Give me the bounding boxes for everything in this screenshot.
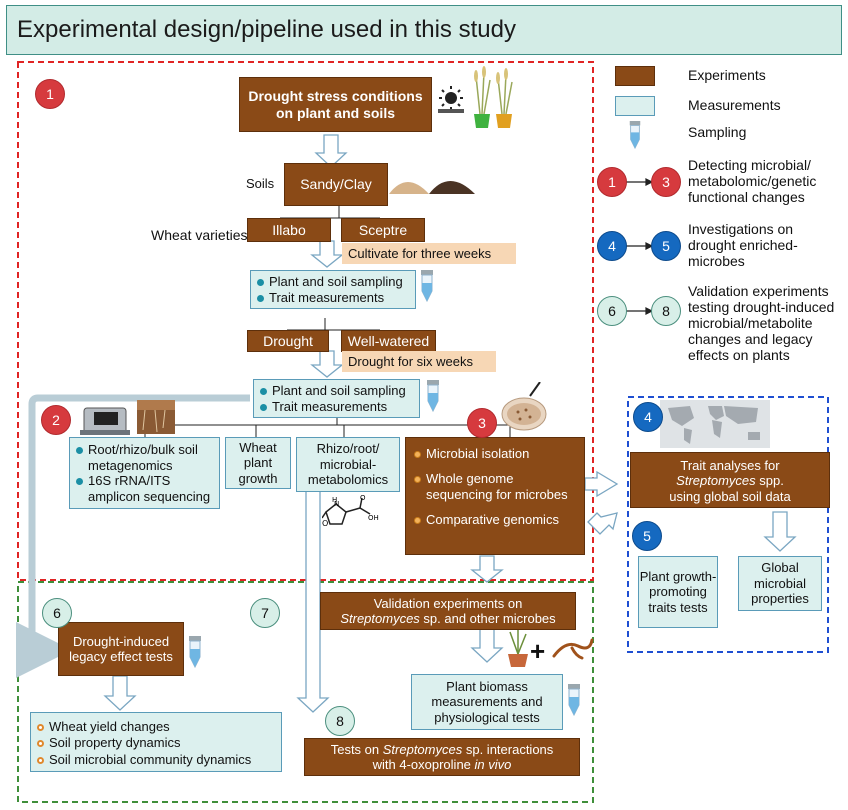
soil-core-icon [137, 400, 175, 434]
legend-sampling-label: Sampling [688, 124, 747, 140]
sampling-tube-icon [427, 380, 439, 412]
legend-badge-4: 4 [597, 231, 627, 261]
legend-experiment-swatch [615, 66, 655, 86]
sequencer-icon [80, 407, 130, 435]
petri-dish-icon [501, 382, 547, 431]
flow-arrows [103, 134, 797, 713]
legend-badge-8: 8 [651, 296, 681, 326]
legend-row2-text: Investigations on drought enriched- micr… [688, 221, 798, 270]
stage-4-badge: 4 [633, 402, 663, 432]
sampling-box-1: Plant and soil sampling Trait measuremen… [250, 270, 416, 309]
legend-arrows [626, 178, 654, 315]
bullet-icon [414, 516, 421, 524]
legend-badge-3: 3 [651, 167, 681, 197]
page-title: Experimental design/pipeline used in thi… [6, 5, 842, 55]
sampling-box-2: Plant and soil sampling Trait measuremen… [253, 379, 420, 418]
cultivate-note: Cultivate for three weeks [342, 243, 516, 264]
bullet-icon [260, 388, 267, 395]
legend-badge-1: 1 [597, 167, 627, 197]
legend-experiments-label: Experiments [688, 67, 766, 83]
sampling-tube-icon [568, 684, 580, 716]
metagenomics-box: Root/rhizo/bulk soil metagenomics 16S rR… [69, 437, 220, 509]
biomass-tests-box: Plant biomass measurements and physiolog… [411, 674, 563, 730]
stage-2-badge: 2 [41, 405, 71, 435]
metabolomics-box: Rhizo/root/ microbial- metabolomics [296, 437, 400, 492]
variety-sceptre-box: Sceptre [341, 218, 425, 242]
global-microbial-box: Global microbial properties [738, 556, 822, 611]
drought-box: Drought [247, 330, 329, 352]
drought-six-weeks-note: Drought for six weeks [342, 351, 496, 372]
legend-sampling-tube-icon [629, 121, 641, 150]
stage-3-badge: 3 [467, 408, 497, 438]
world-map-icon [660, 400, 770, 448]
well-watered-box: Well-watered [341, 330, 436, 352]
bullet-icon [76, 478, 83, 486]
legend-badge-5: 5 [651, 231, 681, 261]
oxoproline-tests-box: Tests on Streptomyces sp. interactions w… [304, 738, 580, 776]
svg-text:H: H [332, 496, 337, 504]
root-icon [552, 638, 594, 660]
wheat-plant-growth-box: Wheat plant growth [225, 437, 291, 489]
legend-row1-text: Detecting microbial/ metabolomic/genetic… [688, 157, 817, 206]
stage-8-badge: 8 [325, 706, 355, 736]
stage-5-badge: 5 [632, 521, 662, 551]
sampling-tube-icon [189, 636, 201, 668]
legacy-loop-arrow [16, 394, 250, 678]
soil-types-box: Sandy/Clay [284, 163, 388, 206]
validation-experiments-box: Validation experiments on Streptomyces s… [320, 592, 576, 630]
trait-analyses-box: Trait analyses for Streptomyces spp. usi… [630, 452, 830, 508]
svg-text:O: O [322, 519, 328, 528]
stage-1-badge: 1 [35, 79, 65, 109]
stage-7-badge: 7 [250, 598, 280, 628]
bullet-icon [37, 740, 44, 748]
bullet-icon [260, 403, 267, 411]
bullet-icon [37, 724, 44, 731]
soils-label: Soils [246, 176, 275, 191]
legend-measurements-label: Measurements [688, 97, 781, 113]
legend-badge-6: 6 [597, 296, 627, 326]
bullet-icon [257, 279, 264, 286]
sun-icon [438, 86, 464, 113]
bullet-icon [414, 451, 421, 458]
svg-text:O: O [360, 494, 366, 502]
plus-sign: + [530, 636, 546, 666]
potted-wheat-icon [474, 66, 513, 128]
plant-growth-promoting-box: Plant growth- promoting traits tests [638, 556, 718, 628]
svg-text:OH: OH [368, 514, 379, 522]
bullet-icon [76, 447, 83, 454]
group-4-5-outline [627, 396, 829, 653]
wheat-varieties-label: Wheat varieties [151, 227, 248, 243]
potted-plant-icon [508, 630, 528, 667]
variety-illabo-box: Illabo [247, 218, 331, 242]
group-6-8-outline [17, 581, 594, 803]
bullet-icon [257, 294, 264, 302]
legend-row3-text: Validation experiments testing drought-i… [688, 283, 835, 364]
soil-pile-icon [389, 181, 475, 194]
sampling-tube-icon [421, 270, 433, 302]
stage-6-badge: 6 [42, 598, 72, 628]
drought-stress-box: Drought stress conditions on plant and s… [239, 77, 432, 132]
legacy-effect-box: Drought-induced legacy effect tests [58, 622, 184, 676]
bullet-icon [37, 756, 44, 764]
svg-text:N: N [334, 500, 339, 508]
legend-measurement-swatch [615, 96, 655, 116]
oxoproline-molecule-icon: H N O O OH [322, 494, 379, 528]
legacy-results-box: Wheat yield changes Soil property dynami… [30, 712, 282, 772]
microbial-isolation-box: Microbial isolation Whole genome sequenc… [405, 437, 585, 555]
bullet-icon [414, 476, 421, 484]
